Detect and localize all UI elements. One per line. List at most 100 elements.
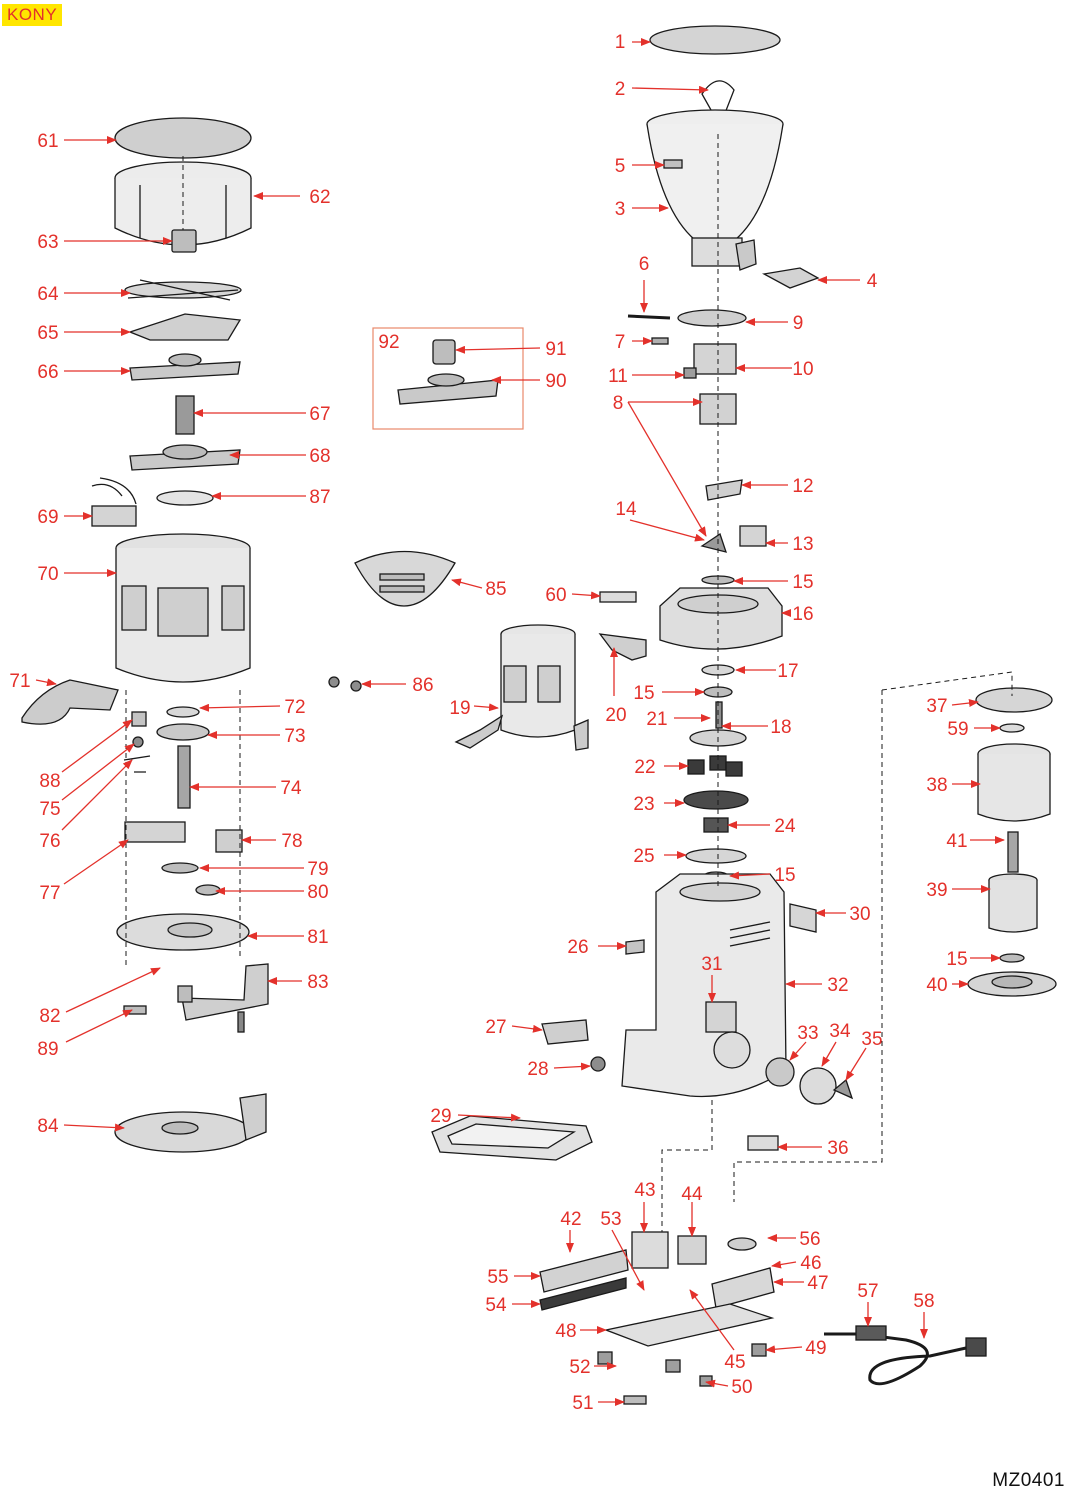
screws-86 bbox=[328, 676, 362, 692]
callout-13: 13 bbox=[792, 534, 813, 555]
doser-mechanism-72-80 bbox=[124, 706, 243, 896]
spring-67 bbox=[175, 395, 195, 435]
callout-3: 3 bbox=[615, 199, 626, 220]
callout-35: 35 bbox=[861, 1029, 882, 1050]
callout-15b: 15 bbox=[633, 683, 654, 704]
callout-41: 41 bbox=[946, 831, 967, 852]
callout-42: 42 bbox=[560, 1209, 581, 1230]
lever-71 bbox=[21, 679, 119, 725]
callout-57: 57 bbox=[857, 1281, 878, 1302]
callout-72: 72 bbox=[284, 697, 305, 718]
doser-nut bbox=[171, 229, 197, 253]
brand-label: KONY bbox=[2, 4, 63, 26]
callout-54: 54 bbox=[485, 1295, 507, 1316]
cover-85 bbox=[354, 550, 456, 607]
flange-40 bbox=[967, 971, 1057, 997]
rotor-39 bbox=[988, 831, 1038, 933]
ring-9 bbox=[677, 309, 747, 327]
callout-15c: 15 bbox=[774, 865, 795, 886]
callout-23: 23 bbox=[633, 794, 654, 815]
callout-68: 68 bbox=[309, 446, 330, 467]
sleeve-10-11 bbox=[683, 343, 737, 379]
star-66 bbox=[129, 353, 241, 381]
panel-30 bbox=[789, 903, 817, 933]
callout-11: 11 bbox=[608, 366, 628, 387]
callout-65: 65 bbox=[37, 323, 58, 344]
stator-38 bbox=[977, 743, 1051, 822]
holder-19 bbox=[454, 624, 589, 751]
callout-53: 53 bbox=[600, 1209, 621, 1230]
hopper-3 bbox=[646, 109, 784, 271]
microswitch-69 bbox=[91, 477, 137, 527]
callout-45: 45 bbox=[724, 1352, 745, 1373]
callout-33: 33 bbox=[797, 1023, 818, 1044]
hopper-lid-1 bbox=[649, 25, 781, 55]
callout-59: 59 bbox=[947, 719, 968, 740]
callout-81: 81 bbox=[307, 927, 328, 948]
callout-47: 47 bbox=[807, 1273, 828, 1294]
callout-10: 10 bbox=[792, 359, 813, 380]
callout-80: 80 bbox=[307, 882, 328, 903]
star-68 bbox=[129, 444, 241, 471]
callout-63: 63 bbox=[37, 232, 58, 253]
bearing-15-motor bbox=[999, 953, 1025, 963]
callout-7: 7 bbox=[615, 332, 626, 353]
callout-52: 52 bbox=[569, 1357, 590, 1378]
callout-16: 16 bbox=[792, 604, 813, 625]
terminal-block-55 bbox=[539, 1249, 629, 1311]
callout-89: 89 bbox=[37, 1039, 58, 1060]
drawing-code: MZ0401 bbox=[992, 1470, 1065, 1491]
callout-40: 40 bbox=[926, 975, 947, 996]
callout-9: 9 bbox=[793, 313, 804, 334]
gears-22-24 bbox=[683, 755, 749, 833]
callout-25: 25 bbox=[633, 846, 654, 867]
callout-5: 5 bbox=[615, 156, 626, 177]
callout-31: 31 bbox=[701, 954, 722, 975]
doser-body-70 bbox=[115, 533, 251, 683]
callout-39: 39 bbox=[926, 880, 947, 901]
tray-29 bbox=[431, 1115, 593, 1161]
callout-36: 36 bbox=[827, 1138, 848, 1159]
callout-70: 70 bbox=[37, 564, 58, 585]
callout-6: 6 bbox=[639, 254, 650, 275]
callout-88: 88 bbox=[39, 771, 60, 792]
callout-34: 34 bbox=[829, 1021, 851, 1042]
power-cord-57-58 bbox=[824, 1325, 987, 1386]
capacitor-46-47 bbox=[711, 1237, 775, 1309]
washer-87 bbox=[156, 490, 214, 506]
callout-60: 60 bbox=[545, 585, 566, 606]
callout-4: 4 bbox=[867, 271, 878, 292]
callout-49: 49 bbox=[805, 1338, 826, 1359]
callout-43: 43 bbox=[634, 1180, 655, 1201]
callout-29: 29 bbox=[430, 1106, 451, 1127]
bracket-83 bbox=[177, 963, 269, 1021]
fan-37 bbox=[975, 687, 1053, 713]
plate-36 bbox=[747, 1135, 779, 1151]
callout-75: 75 bbox=[39, 799, 60, 820]
callout-79: 79 bbox=[307, 859, 328, 880]
callout-85: 85 bbox=[485, 579, 506, 600]
callout-44: 44 bbox=[681, 1184, 703, 1205]
callout-27: 27 bbox=[485, 1017, 506, 1038]
callout-91: 91 bbox=[545, 339, 566, 360]
callout-2: 2 bbox=[615, 79, 626, 100]
callout-62: 62 bbox=[309, 187, 330, 208]
relay-43-44 bbox=[631, 1231, 707, 1269]
callout-labels: 1 2 3 4 5 6 7 8 9 10 11 12 13 14 15 15 1… bbox=[9, 32, 968, 1414]
callout-82: 82 bbox=[39, 1006, 60, 1027]
callout-73: 73 bbox=[284, 726, 305, 747]
callout-83: 83 bbox=[307, 972, 328, 993]
callout-77: 77 bbox=[39, 883, 60, 904]
callout-17: 17 bbox=[777, 661, 798, 682]
base-plate-48 bbox=[603, 1303, 775, 1347]
callout-19: 19 bbox=[449, 698, 470, 719]
callout-51: 51 bbox=[572, 1393, 593, 1414]
pin-6-7 bbox=[627, 314, 671, 345]
base-84 bbox=[114, 1093, 267, 1153]
callout-61: 61 bbox=[37, 131, 58, 152]
callout-20: 20 bbox=[605, 705, 626, 726]
callout-30: 30 bbox=[849, 904, 870, 925]
bracket-20 bbox=[598, 633, 647, 661]
callout-14: 14 bbox=[615, 499, 637, 520]
